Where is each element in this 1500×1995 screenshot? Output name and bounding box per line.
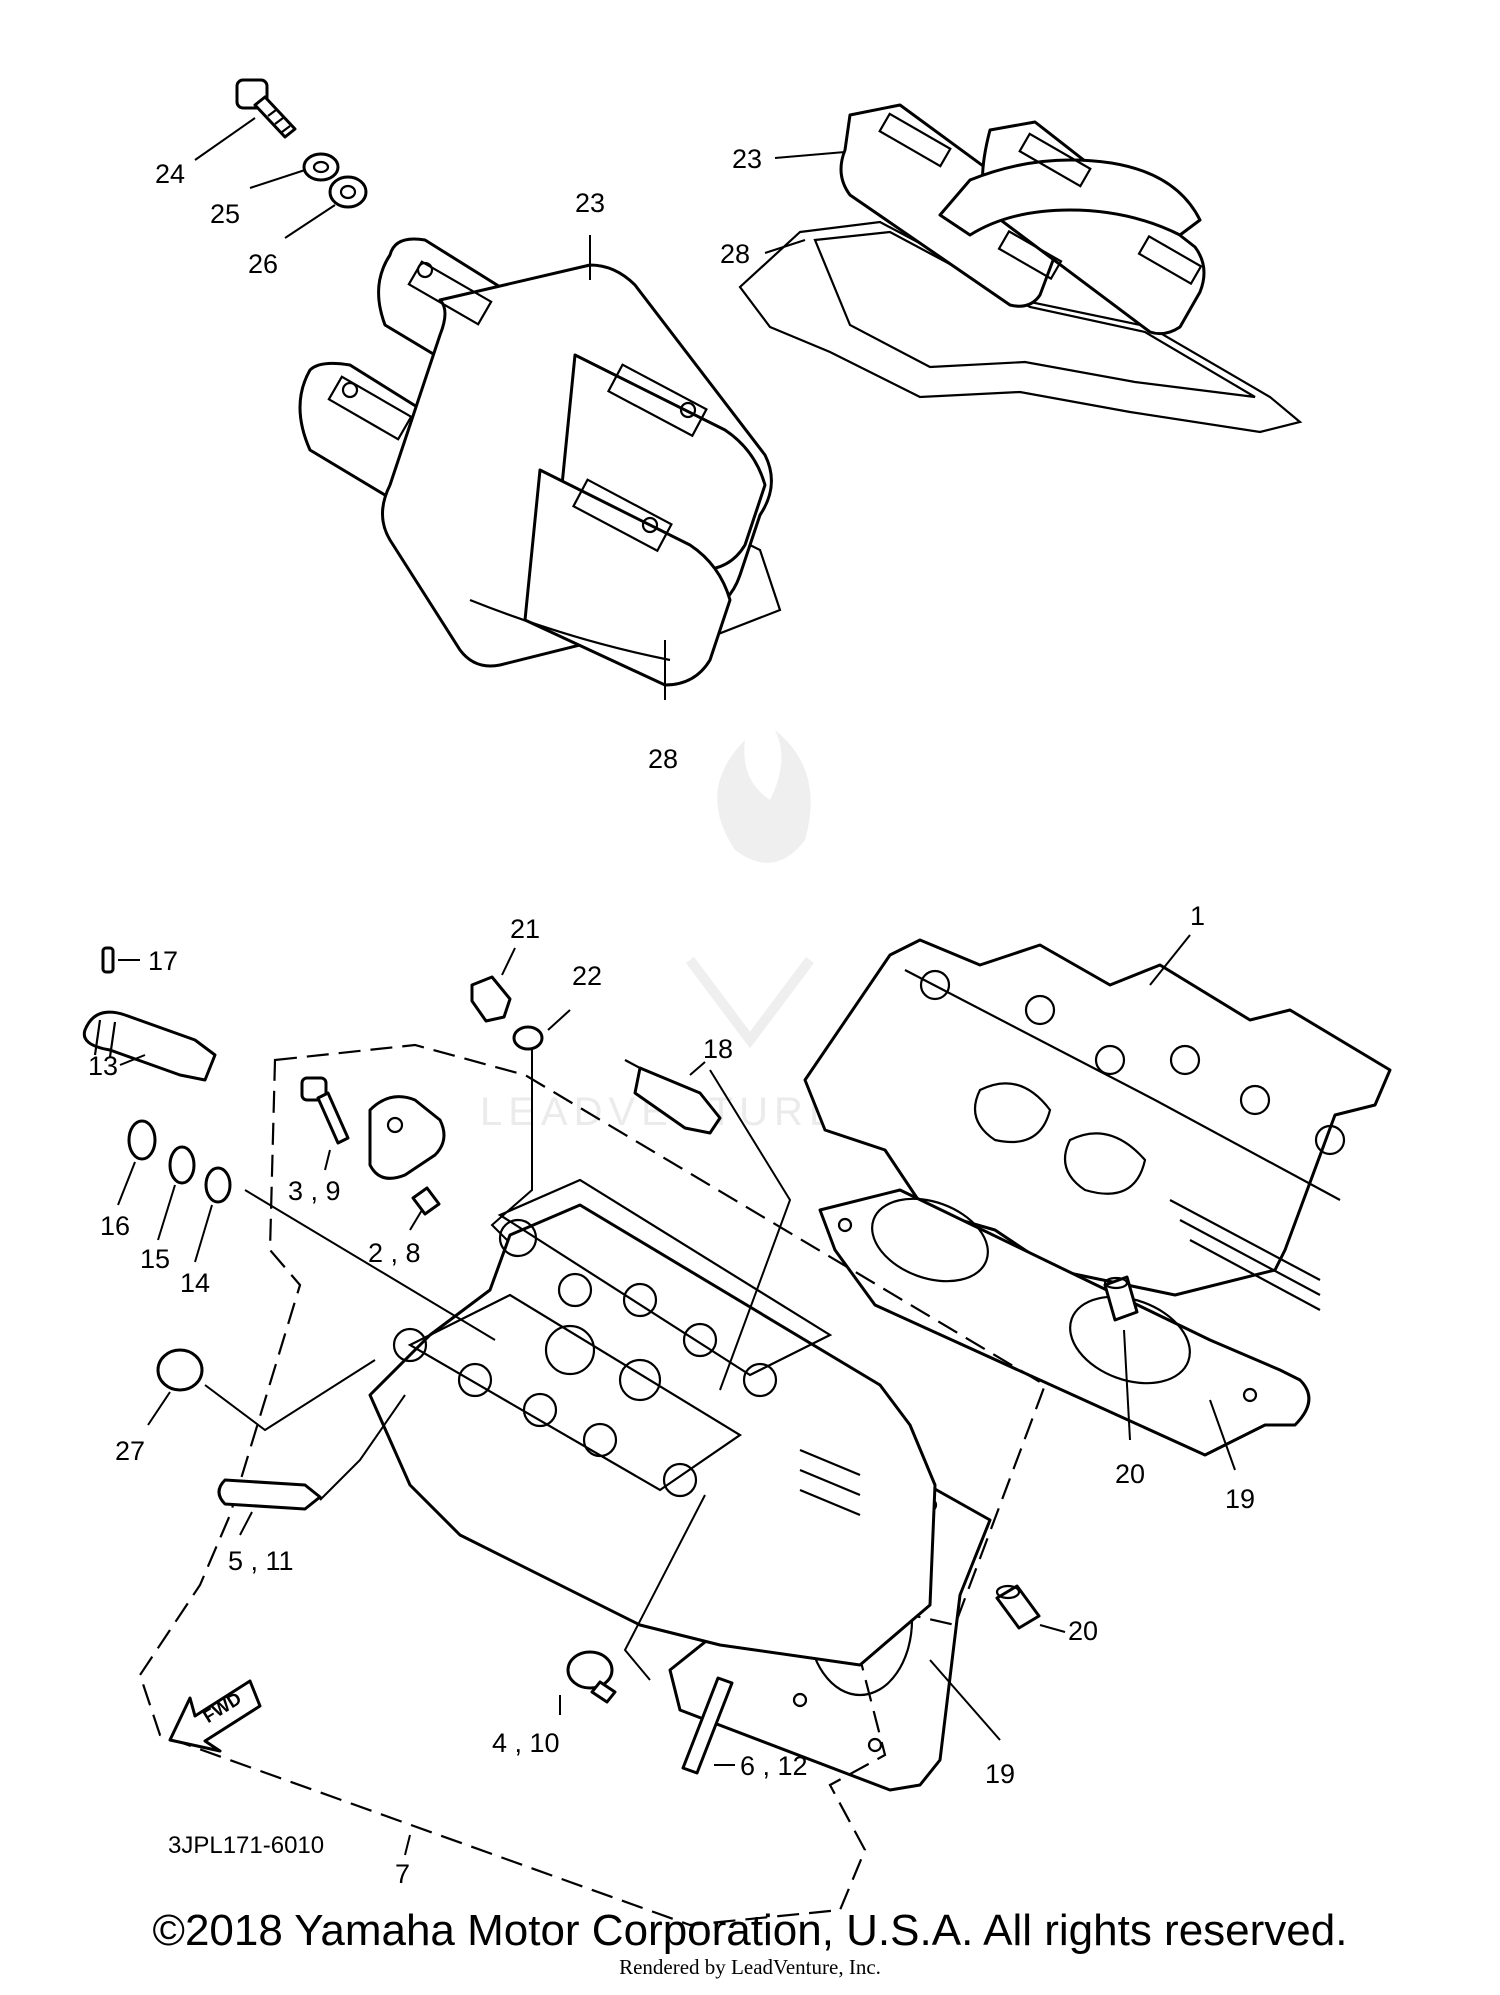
callout-17: 17 (148, 946, 178, 976)
valve-guide-5-11 (217, 1478, 322, 1511)
callout-28-rear: 28 (720, 239, 750, 269)
callout-26: 26 (248, 249, 278, 279)
callout-4-10: 4 , 10 (492, 1728, 560, 1758)
plug-bolt-4-10 (566, 1650, 617, 1704)
callout-14: 14 (180, 1268, 210, 1298)
callout-13: 13 (88, 1051, 118, 1081)
cylinder-head-rear (803, 938, 1392, 1311)
callout-7: 7 (395, 1859, 410, 1889)
o-ring-14 (204, 1166, 232, 1204)
callout-22: 22 (572, 961, 602, 991)
diagram-code: 3JPL171-6010 (168, 1832, 324, 1859)
head-gasket-rear (818, 1188, 1311, 1457)
watermark-logo: LEADVENTURE (480, 730, 836, 1134)
callout-20-rear: 20 (1115, 1459, 1145, 1489)
callout-18: 18 (703, 1034, 733, 1064)
callout-16: 16 (100, 1211, 130, 1241)
bolt-24 (235, 78, 297, 139)
rocker-bracket (368, 1095, 446, 1180)
callout-5-11: 5 , 11 (228, 1546, 294, 1576)
pin-17 (101, 946, 115, 974)
plug-27 (156, 1348, 204, 1392)
o-ring-16 (127, 1119, 157, 1161)
callout-25: 25 (210, 199, 240, 229)
valve-stem-seal-2-8 (411, 1186, 441, 1216)
o-rings-14-15-16 (127, 1119, 232, 1204)
head-cover-front (298, 237, 782, 687)
callout-6-12: 6 , 12 (740, 1751, 808, 1781)
washer-25 (302, 152, 340, 182)
dowel-pin-20-rear (1103, 1275, 1139, 1322)
cylinder-head-front (368, 1178, 937, 1667)
fwd-arrow: FWD (168, 1679, 262, 1753)
valve-13 (82, 1010, 217, 1082)
callout-20-front: 20 (1068, 1616, 1098, 1646)
stud-bolt-6-12 (681, 1676, 734, 1775)
cap-21 (470, 975, 512, 1023)
callout-15: 15 (140, 1244, 170, 1274)
washer-22 (512, 1025, 544, 1051)
callout-23-rear: 23 (732, 144, 762, 174)
spark-plug-18 (624, 1059, 722, 1135)
head-cover-rear (738, 103, 1303, 434)
washer-26 (328, 175, 368, 209)
rendered-by-note: Rendered by LeadVenture, Inc. (619, 1955, 881, 1979)
callout-23-front: 23 (575, 188, 605, 218)
assembly-7-outline (138, 1043, 1047, 1927)
callout-24: 24 (155, 159, 185, 189)
copyright-notice: ©2018 Yamaha Motor Corporation, U.S.A. A… (152, 1906, 1348, 1955)
callout-28-front: 28 (648, 744, 678, 774)
bolt-3-9 (300, 1076, 350, 1145)
callout-3-9: 3 , 9 (288, 1176, 341, 1206)
callout-1: 1 (1190, 901, 1205, 931)
dowel-pin-20-front (995, 1584, 1041, 1630)
callout-27: 27 (115, 1436, 145, 1466)
o-ring-15 (168, 1145, 196, 1185)
callout-2-8: 2 , 8 (368, 1238, 421, 1268)
callout-19-rear: 19 (1225, 1484, 1255, 1514)
callout-21: 21 (510, 914, 540, 944)
callout-19-front: 19 (985, 1759, 1015, 1789)
